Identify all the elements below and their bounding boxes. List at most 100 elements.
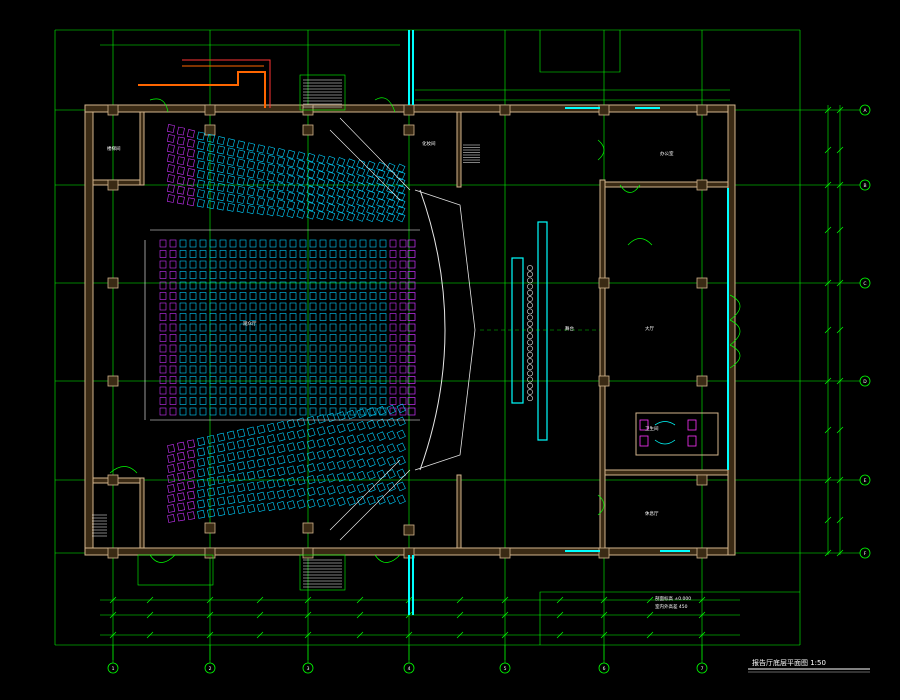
seat <box>339 292 347 300</box>
seat <box>299 407 307 416</box>
seat-fan-upper <box>326 155 336 166</box>
seat <box>179 250 187 258</box>
seat <box>319 292 327 300</box>
seat-fan-upper <box>306 201 316 212</box>
seat <box>219 260 227 269</box>
seat <box>229 302 237 311</box>
seat <box>349 239 357 248</box>
seat-fan-upper <box>226 165 235 175</box>
seat <box>389 344 397 353</box>
axis-bubble <box>403 662 415 674</box>
seat <box>219 355 227 363</box>
seat-fan-lower <box>296 476 306 486</box>
seat-fan-upper <box>286 175 296 185</box>
seat-fan-upper <box>196 170 205 179</box>
seat <box>249 344 257 353</box>
seat <box>289 344 297 353</box>
seat <box>289 376 297 384</box>
seat-fan-upper <box>326 211 336 221</box>
room-label-stair-n: 楼梯间 <box>107 145 121 152</box>
seat-fan-upper <box>316 178 326 188</box>
seat <box>239 271 247 279</box>
seat <box>179 239 187 248</box>
seat <box>159 302 167 311</box>
seat-fan-upper <box>176 176 185 185</box>
column <box>107 547 119 559</box>
seat-fan-lower <box>366 419 376 430</box>
seat <box>239 365 247 374</box>
seat-fan-upper <box>286 183 296 193</box>
seat <box>319 260 327 269</box>
stage-chair <box>527 389 533 395</box>
seat <box>319 344 327 353</box>
seat-fan-lower <box>346 409 356 420</box>
seat-fan-lower <box>227 506 236 516</box>
door-se <box>374 554 401 563</box>
seat <box>359 365 367 374</box>
seat <box>329 239 337 248</box>
seat-fan-lower <box>356 445 366 456</box>
doors <box>109 97 741 563</box>
wall-office-n <box>604 181 729 188</box>
seat <box>359 271 367 279</box>
seat-end <box>407 271 416 279</box>
seat-fan-upper <box>196 131 205 141</box>
seat-fan-upper <box>206 143 215 153</box>
seat <box>159 313 167 321</box>
seat <box>299 386 307 395</box>
seat-fan-lower <box>286 500 296 510</box>
dimension-tick <box>600 631 608 639</box>
seat-fan-lower <box>346 434 356 445</box>
seat <box>389 281 397 290</box>
seat <box>319 323 327 332</box>
seat <box>249 365 257 374</box>
column <box>204 104 216 116</box>
seat-fan-lower <box>187 470 196 479</box>
seat <box>279 239 287 248</box>
seat-fan-upper <box>276 182 286 192</box>
seat <box>259 376 267 384</box>
seat <box>209 407 217 416</box>
axis-bubble-label: 7 <box>701 666 704 672</box>
wall-south-west <box>84 547 411 556</box>
seat <box>189 302 197 311</box>
seat <box>339 334 347 342</box>
seat <box>269 344 277 353</box>
axis-bubble <box>859 474 871 486</box>
stage-chair <box>527 395 533 402</box>
entrance-ramp <box>138 59 271 108</box>
seat <box>329 365 337 374</box>
dimension-tick <box>304 596 312 604</box>
seat <box>289 271 297 279</box>
seat <box>179 313 187 321</box>
seat <box>369 397 377 405</box>
seat-fan-upper <box>256 179 266 189</box>
axis-bubble-label: 1 <box>112 666 115 672</box>
seat <box>229 344 237 353</box>
seat-fan-upper <box>226 138 235 148</box>
seat <box>349 365 357 374</box>
seat <box>379 239 387 248</box>
seat <box>249 292 257 300</box>
seat <box>399 260 407 269</box>
seat-fan-upper <box>266 163 276 173</box>
seat-fan-upper <box>196 141 205 150</box>
seat <box>159 281 167 290</box>
seat-fan-lower <box>296 452 306 462</box>
seat-fan-lower <box>256 435 266 445</box>
seat <box>159 407 167 416</box>
seat <box>229 281 237 290</box>
seat-fan-lower <box>306 475 316 485</box>
seat-fan-upper <box>226 156 235 166</box>
dimension-tick <box>836 426 844 434</box>
seat <box>389 302 397 311</box>
dimension-tick <box>698 631 706 639</box>
seat <box>209 334 217 342</box>
seat-fan-lower <box>366 432 376 442</box>
seat <box>399 376 407 384</box>
seat-end <box>407 281 416 290</box>
seat <box>379 292 387 300</box>
seat-fan-upper <box>226 193 235 203</box>
seat <box>359 407 367 416</box>
